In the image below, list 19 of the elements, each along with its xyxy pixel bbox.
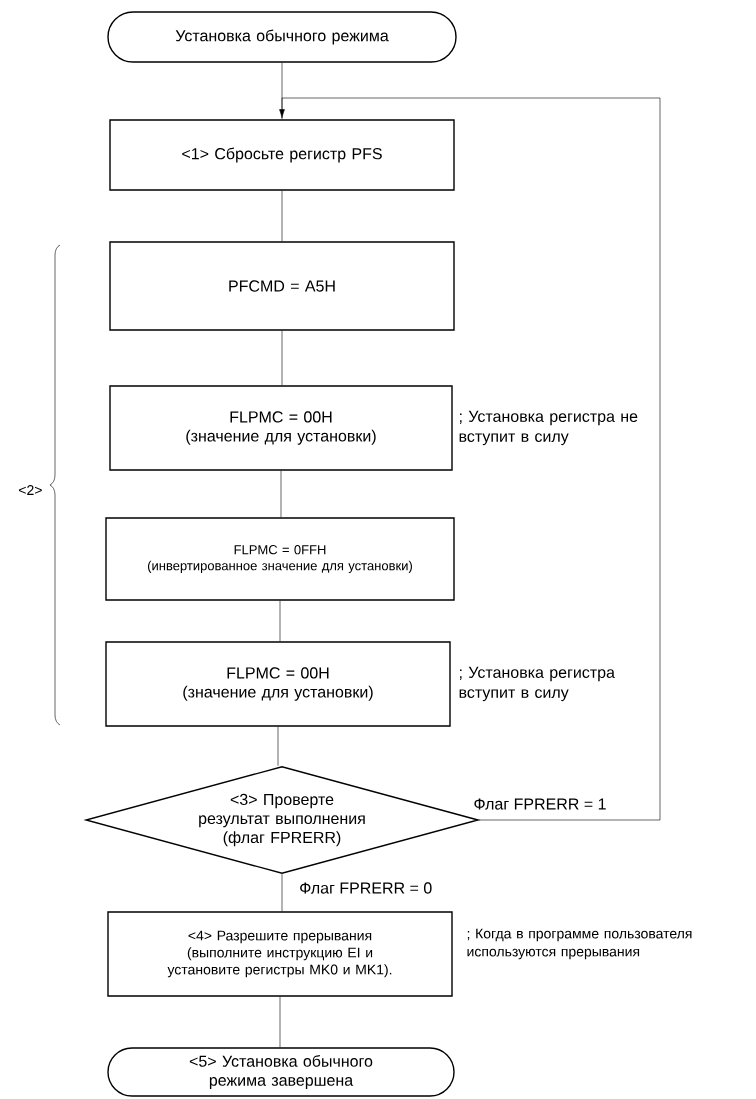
connector bbox=[281, 873, 283, 912]
connector bbox=[279, 600, 281, 642]
process-box: PFCMD = A5H bbox=[109, 241, 455, 331]
connector bbox=[280, 470, 282, 518]
process-box: <4> Разрешите прерывания (выполните инструкцию EI и установите регистры MK0 и MK1). bbox=[107, 911, 453, 997]
process-box: FLPMC = 00H (значение для установки) bbox=[105, 641, 451, 727]
process-box: FLPMC = 00H (значение для установки) bbox=[109, 385, 453, 471]
connector bbox=[277, 726, 279, 767]
edge-label: Флаг FPRERR = 0 bbox=[300, 882, 432, 894]
connector bbox=[279, 996, 281, 1048]
connector bbox=[281, 330, 283, 386]
note-text: ; Установка регистра вступит в силу bbox=[459, 666, 615, 702]
note-text: ; Установка регистра не вступит в силу bbox=[459, 410, 638, 446]
process-box: <1> Сбросьте регистр PFS bbox=[109, 119, 455, 191]
connector bbox=[281, 190, 283, 242]
group-label: <2> bbox=[19, 485, 42, 495]
process-box: FLPMC = 0FFH (инвертированное значение для установки) bbox=[105, 517, 455, 601]
connector bbox=[279, 97, 661, 821]
note-text: ; Когда в программе пользователя используются прерывания bbox=[467, 928, 692, 960]
